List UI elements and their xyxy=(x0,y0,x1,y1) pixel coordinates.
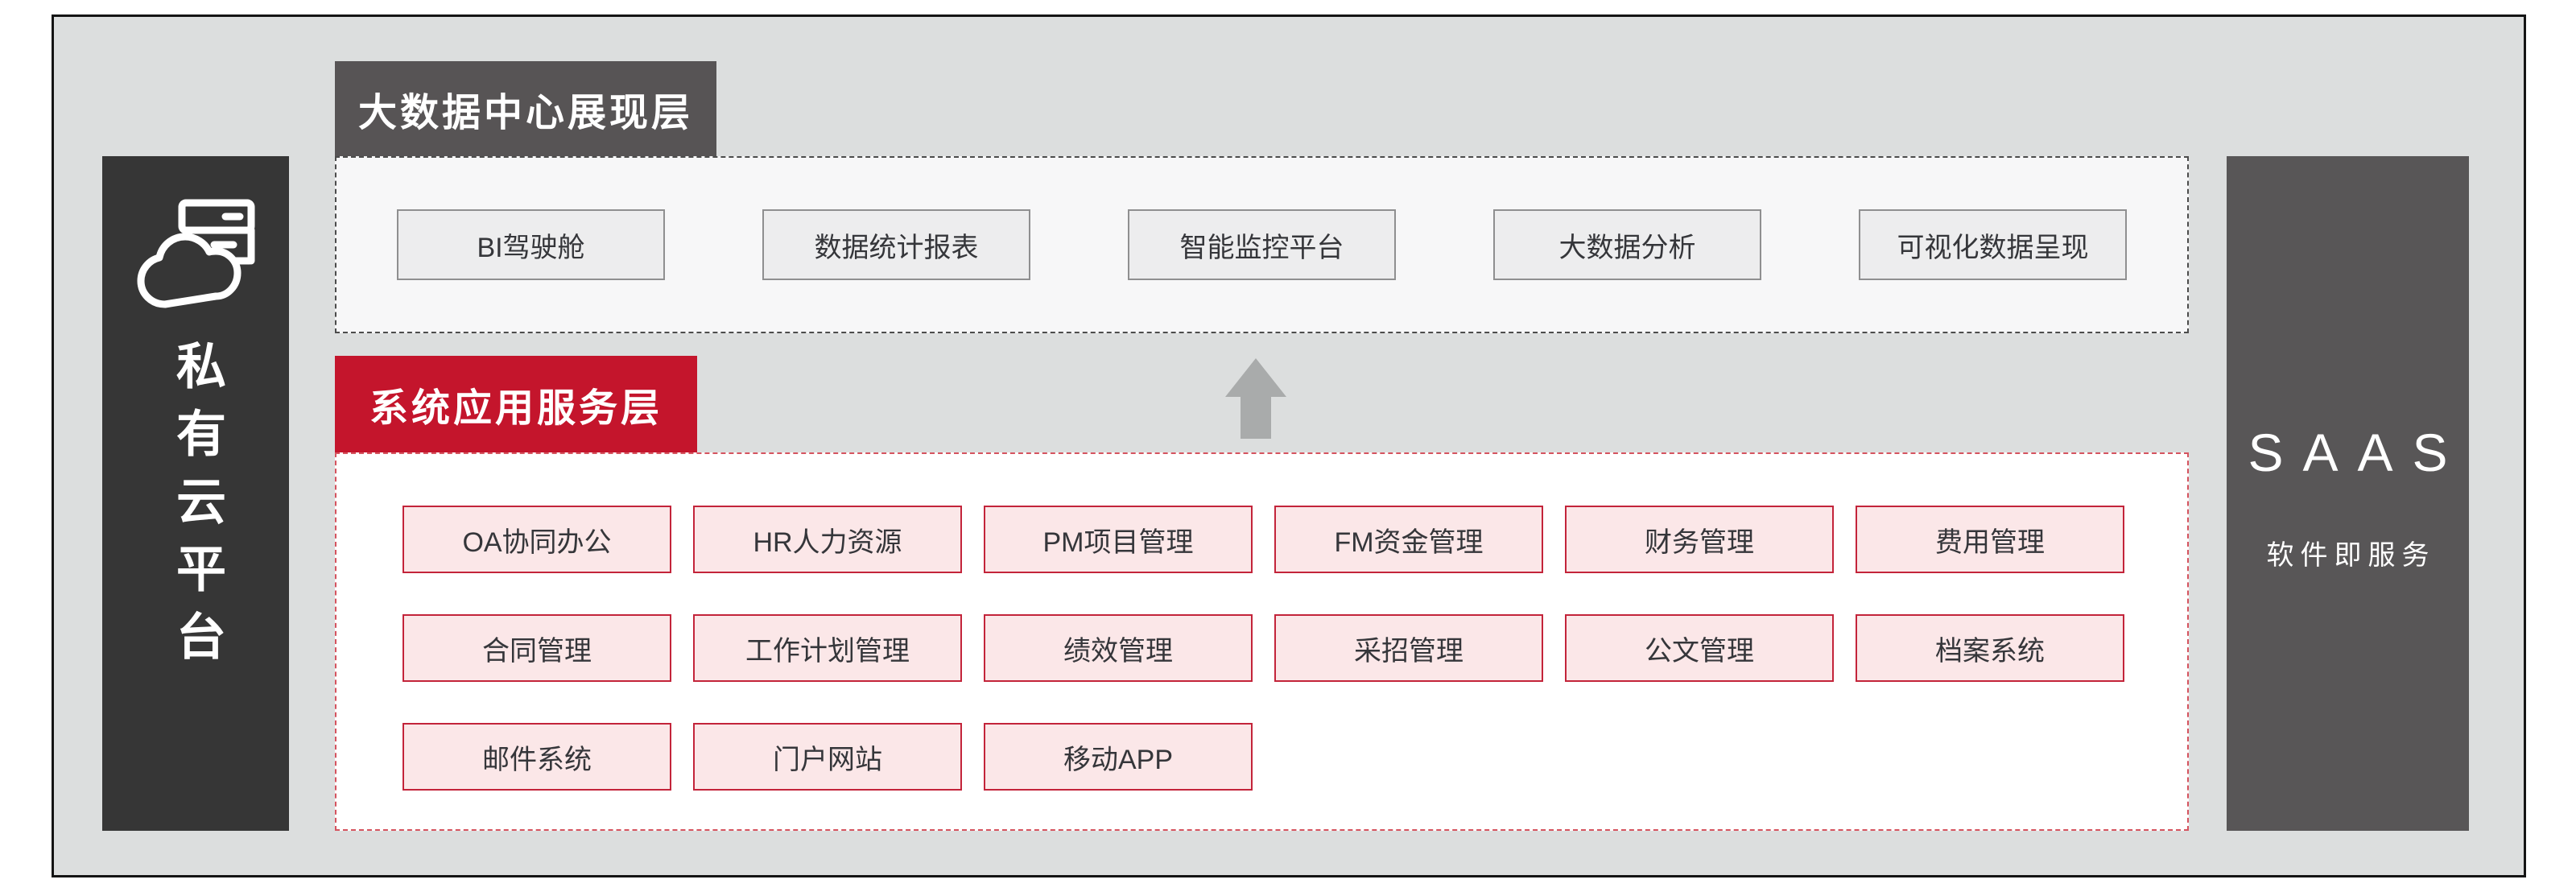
app-box-oa: OA协同办公 xyxy=(402,506,671,573)
application-layer-panel: OA协同办公 HR人力资源 PM项目管理 FM资金管理 财务管理 费用管理 合同… xyxy=(335,452,2189,831)
presentation-layer-panel: BI驾驶舱 数据统计报表 智能监控平台 大数据分析 可视化数据呈现 xyxy=(335,156,2189,333)
saas-subtitle: 软件即服务 xyxy=(2266,540,2436,571)
app-box-pm: PM项目管理 xyxy=(984,506,1253,573)
cloud-server-icon xyxy=(135,198,256,315)
saas-title: SAAS xyxy=(2248,423,2467,482)
app-box-contract: 合同管理 xyxy=(402,614,671,682)
app-box-performance: 绩效管理 xyxy=(984,614,1253,682)
presentation-box-monitor-platform: 智能监控平台 xyxy=(1128,209,1396,280)
diagram-frame: 私有云平台 大数据中心展现层 BI驾驶舱 数据统计报表 智能监控平台 大数据分析… xyxy=(52,14,2526,877)
presentation-box-bigdata-analysis: 大数据分析 xyxy=(1493,209,1761,280)
presentation-box-data-visualization: 可视化数据呈现 xyxy=(1859,209,2127,280)
private-cloud-title: 私有云平台 xyxy=(168,340,224,678)
up-arrow-icon xyxy=(1225,358,1286,443)
app-box-mail: 邮件系统 xyxy=(402,723,671,791)
app-box-archive: 档案系统 xyxy=(1856,614,2124,682)
app-box-finance: 财务管理 xyxy=(1565,506,1834,573)
app-box-mobile-app: 移动APP xyxy=(984,723,1253,791)
presentation-layer-header: 大数据中心展现层 xyxy=(335,61,716,156)
presentation-box-statistics-report: 数据统计报表 xyxy=(762,209,1030,280)
app-box-procurement: 采招管理 xyxy=(1274,614,1543,682)
app-box-expense: 费用管理 xyxy=(1856,506,2124,573)
application-layer-header: 系统应用服务层 xyxy=(335,356,697,452)
application-row-2: 合同管理 工作计划管理 绩效管理 采招管理 公文管理 档案系统 xyxy=(402,614,2187,682)
saas-bar: SAAS 软件即服务 xyxy=(2227,156,2469,831)
private-cloud-bar: 私有云平台 xyxy=(102,156,289,831)
app-box-hr: HR人力资源 xyxy=(693,506,962,573)
presentation-box-bi-cockpit: BI驾驶舱 xyxy=(397,209,665,280)
app-box-portal: 门户网站 xyxy=(693,723,962,791)
application-row-1: OA协同办公 HR人力资源 PM项目管理 FM资金管理 财务管理 费用管理 xyxy=(402,506,2187,573)
app-box-document: 公文管理 xyxy=(1565,614,1834,682)
app-box-work-plan: 工作计划管理 xyxy=(693,614,962,682)
application-row-3: 邮件系统 门户网站 移动APP xyxy=(402,723,2187,791)
app-box-fm: FM资金管理 xyxy=(1274,506,1543,573)
